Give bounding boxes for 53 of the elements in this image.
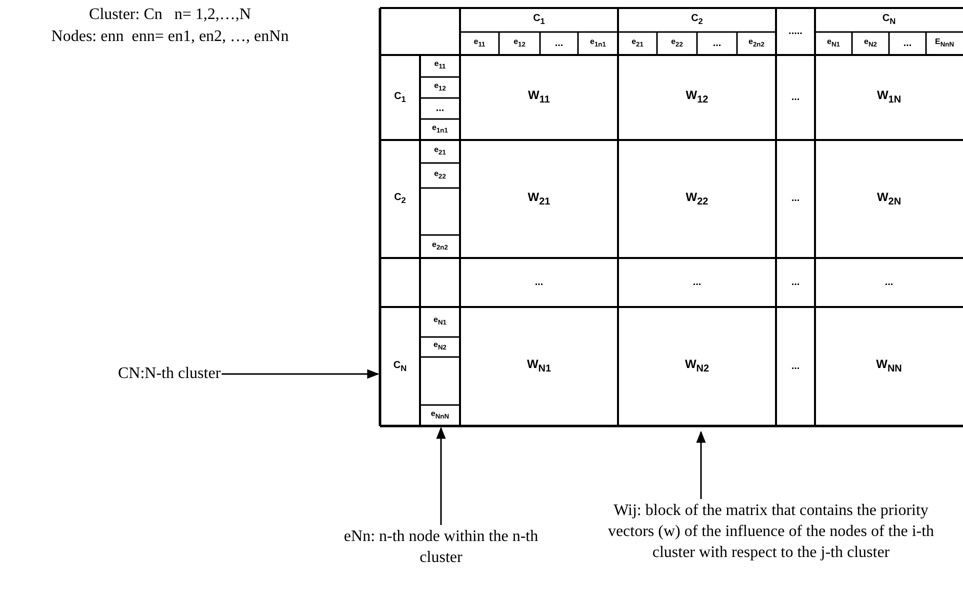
node-label: e$_{21}$: [434, 146, 446, 158]
ellipsis: ...: [884, 278, 894, 288]
block-label: W$_{22}$: [686, 190, 708, 208]
block-label: W$_{N2}$: [684, 358, 710, 375]
node-label: e$_{11}$: [434, 60, 446, 72]
annotation-text: Wij: block of the matrix that contains the priority vectors (w) of the influence of the nodes of the i-th cluster with respect to the j-th cluster: [601, 500, 941, 563]
ellipsis: ...: [791, 278, 800, 288]
block-label: W$_{1N}$: [876, 89, 902, 106]
cluster-label: C$_{1}$: [533, 14, 545, 26]
ellipsis: ...: [692, 278, 702, 288]
block-label: W$_{21}$: [528, 190, 550, 208]
cluster-label: C$_{2}$: [691, 14, 703, 26]
ellipsis: ...: [791, 362, 800, 372]
annotation-text: CN:N-th cluster: [118, 363, 221, 384]
ellipsis: .....: [788, 26, 802, 36]
node-label: e$_{2n2}$: [748, 38, 764, 50]
ellipsis: ...: [791, 194, 800, 204]
node-label: e$_{N1}$: [434, 316, 446, 328]
node-label: e$_{12}$: [434, 82, 446, 94]
notation-note: Nodes: enn enn= en1, en2, …, enNn: [50, 27, 290, 47]
node-label: e$_{12}$: [514, 38, 526, 50]
node-label: e$_{1n1}$: [432, 124, 448, 136]
cluster-label: C$_{N}$: [393, 360, 407, 372]
ellipsis: ...: [903, 38, 912, 48]
node-label: e$_{22}$: [434, 170, 446, 182]
node-label: e$_{NnN}$: [430, 410, 450, 422]
cluster-label: C$_{N}$: [882, 14, 896, 26]
node-label: e$_{11}$: [474, 38, 486, 50]
block-label: W$_{11}$: [528, 89, 550, 106]
block-label: W$_{N1}$: [526, 358, 552, 375]
notation-note: Cluster: Cn n= 1,2,…,N: [88, 5, 252, 25]
node-label: E$_{NnN}$: [934, 38, 954, 50]
ellipsis: ...: [554, 38, 564, 48]
node-label: e$_{N2}$: [434, 341, 446, 353]
block-label: W$_{12}$: [686, 89, 708, 106]
ellipsis: ...: [791, 92, 800, 102]
ellipsis: ...: [534, 278, 544, 288]
block-label: W$_{NN}$: [876, 358, 902, 375]
ellipsis: ...: [436, 104, 444, 114]
node-label: e$_{N1}$: [827, 38, 840, 50]
annotation-text: eNn: n-th node within the n-th cluster: [341, 526, 541, 568]
leader-arrow: [222, 369, 380, 379]
node-label: e$_{2n2}$: [432, 240, 448, 252]
node-label: e$_{21}$: [632, 38, 644, 50]
leader-arrow: [436, 426, 446, 525]
leader-arrow: [696, 430, 706, 499]
ellipsis: ...: [712, 38, 722, 48]
node-label: e$_{1n1}$: [590, 38, 606, 50]
block-label: W$_{2N}$: [876, 190, 902, 208]
cluster-label: C$_{1}$: [394, 92, 406, 104]
cluster-label: C$_{2}$: [394, 193, 406, 205]
node-label: e$_{N2}$: [864, 38, 877, 50]
node-label: e$_{22}$: [671, 38, 683, 50]
